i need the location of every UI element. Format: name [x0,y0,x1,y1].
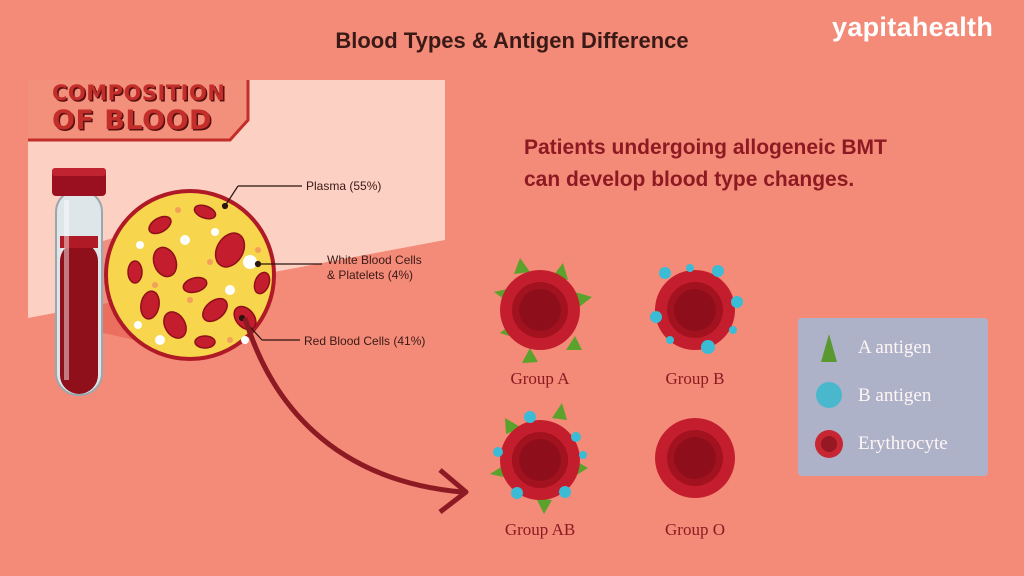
legend-erythrocyte: Erythrocyte [858,433,948,454]
group-ab-label: Group AB [504,520,576,539]
curved-arrow [242,317,463,495]
composition-heading: COMPOSITION OF BLOOD [52,81,226,136]
rbc-label: Red Blood Cells (41%) [304,334,426,348]
group-o-cell [655,418,735,498]
subtitle-line1: Patients undergoing allogeneic BMT [524,136,887,159]
group-o-label: Group O [665,520,725,539]
heading-tab [28,80,248,140]
group-a-label: Group A [510,369,570,388]
arrow-head [438,468,469,514]
subtitle-line2: can develop blood type changes. [524,168,855,191]
page-title: Blood Types & Antigen Difference [335,28,689,53]
wbc-label-line2: & Platelets (4%) [327,268,414,282]
heading-tab-border [28,80,250,142]
brand-logo: yapitahealth [832,12,994,42]
legend-box: A antigen B antigen Erythrocyte [798,318,988,476]
triangle-icon [821,334,837,362]
composition-heading-line2: OF BLOOD [52,105,212,136]
magnified-blood-circle [104,189,276,361]
group-b-cell [650,264,743,354]
legend-icons [815,334,843,458]
group-ab-cell [490,403,588,514]
circle-icon [816,382,842,408]
wbc-label-line1: White Blood Cells [327,253,422,267]
test-tube-icon [52,168,106,396]
composition-heading-line1: COMPOSITION [52,81,226,105]
legend-a-antigen: A antigen [858,337,932,358]
subtitle: Patients undergoing allogeneic BMT can d… [524,132,994,196]
group-a-cell [494,258,592,363]
legend-b-antigen: B antigen [858,385,932,406]
plasma-label: Plasma (55%) [306,179,382,193]
cell-icon [815,430,843,458]
group-b-label: Group B [665,369,725,388]
